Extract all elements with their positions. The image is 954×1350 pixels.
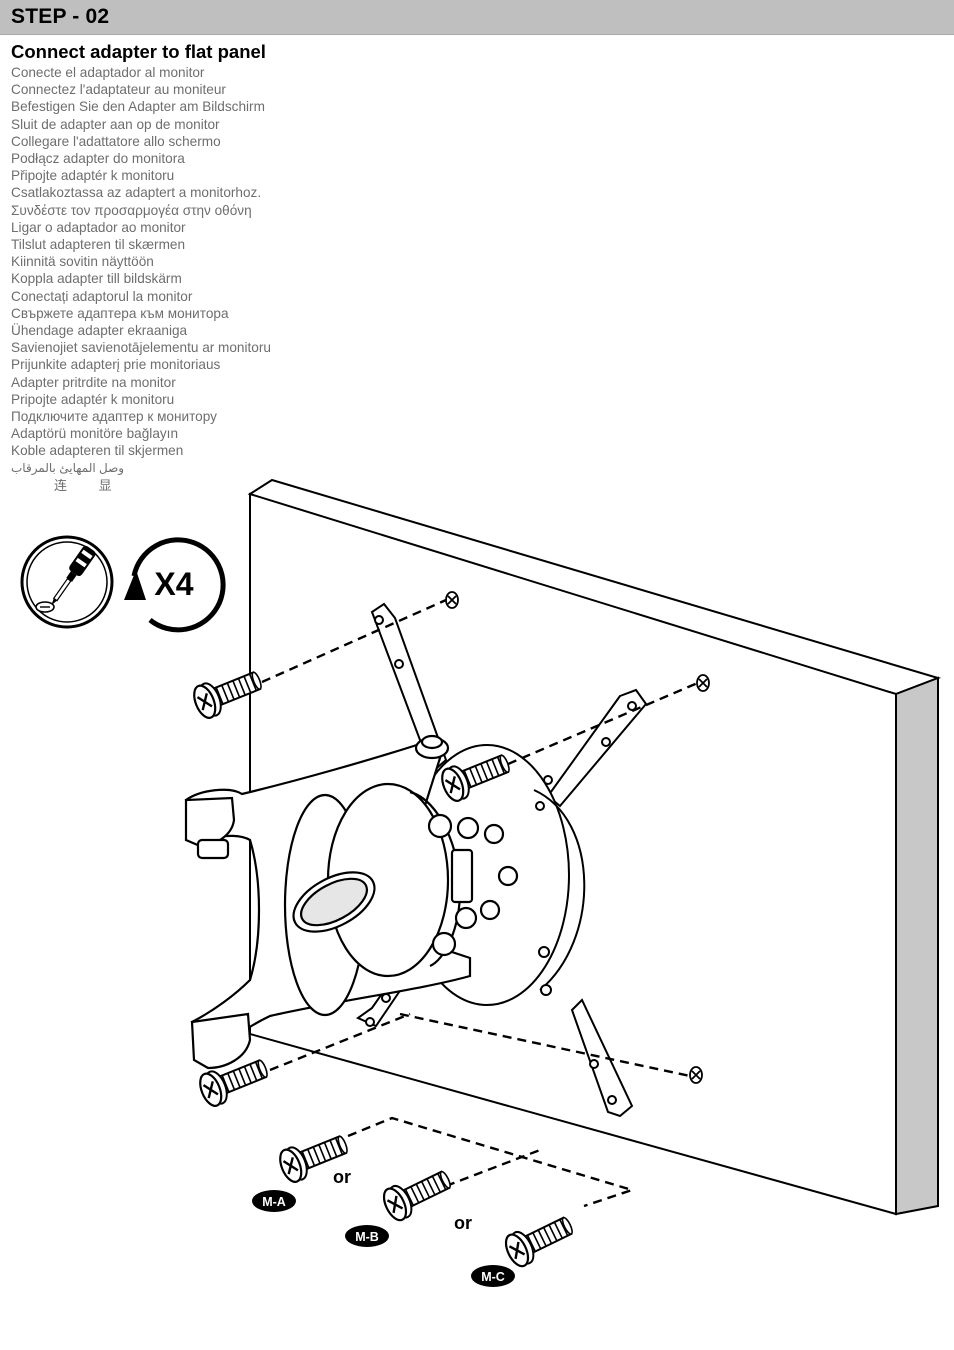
translation-item: Tilslut adapteren til skærmen: [11, 237, 186, 253]
translation-item: Conecte el adaptador al monitor: [11, 65, 205, 80]
translation-item: Kiinnitä sovitin näyttöön: [11, 254, 154, 270]
translation-item: Συνδέστε τον προσαρμογέα στην οθόνη: [11, 202, 252, 218]
wall-arm: [184, 734, 519, 1070]
quantity-label: X4: [154, 566, 193, 602]
badge-m-b: M-B: [345, 1225, 389, 1247]
translation-item: 连 显: [54, 477, 112, 493]
badge-m-a: M-A: [252, 1190, 296, 1212]
translation-item: Ühendage adapter ekraaniga: [11, 323, 188, 339]
screw-option-c: [500, 1208, 579, 1271]
translation-item: Подключите адаптер к монитору: [11, 409, 217, 425]
translation-item: Ligar o adaptador ao monitor: [11, 219, 186, 235]
translation-item: Conectați adaptorul la monitor: [11, 288, 193, 304]
svg-text:M-A: M-A: [262, 1195, 286, 1209]
translation-item: Adapter pritrdite na monitor: [11, 374, 176, 390]
translation-item: Connectez l'adaptateur au moniteur: [11, 82, 226, 98]
translation-item: Podłącz adapter do monitora: [11, 151, 185, 167]
guide-lines: [261, 598, 701, 1208]
translation-item: Prijunkite adapterį prie monitoriaus: [11, 357, 221, 373]
instruction-title: Connect adapter to flat panel: [11, 41, 266, 62]
screw-option-b: [378, 1162, 457, 1225]
translation-item: Свържете адаптера към монитора: [11, 305, 229, 321]
translation-list: Conecte el adaptador al monitor Connecte…: [11, 64, 271, 494]
svg-text:M-C: M-C: [481, 1270, 505, 1284]
translation-item: Csatlakoztassa az adaptert a monitorhoz.: [11, 185, 262, 201]
translation-item: Befestigen Sie den Adapter am Bildschirm: [11, 99, 265, 115]
translation-item: Připojte adaptér k monitoru: [11, 168, 175, 184]
translation-item: Collegare l'adattatore allo schermo: [11, 133, 221, 149]
translation-item: Adaptörü monitöre bağlayın: [11, 426, 179, 442]
translation-item: Pripojte adaptér k monitoru: [11, 391, 175, 407]
translation-item: Koble adapteren til skjermen: [11, 443, 184, 459]
step-header: STEP - 02: [0, 0, 954, 35]
clockwise-rotation-icon: X4: [124, 537, 226, 633]
panel-holes: [445, 591, 710, 1084]
svg-text:M-B: M-B: [355, 1230, 379, 1244]
badge-m-c: M-C: [471, 1265, 515, 1287]
translation-item: وصل المهايئ بالمرقاب: [11, 460, 125, 475]
or-label: or: [454, 1213, 472, 1233]
or-label: or: [333, 1167, 351, 1187]
translation-item: Koppla adapter till bildskärm: [11, 271, 182, 287]
step-title: STEP - 02: [11, 5, 110, 28]
screwdriver-icon: [20, 535, 114, 629]
translation-item: Savienojiet savienotājelementu ar monito…: [11, 340, 271, 356]
translation-item: Sluit de adapter aan op de monitor: [11, 116, 220, 132]
